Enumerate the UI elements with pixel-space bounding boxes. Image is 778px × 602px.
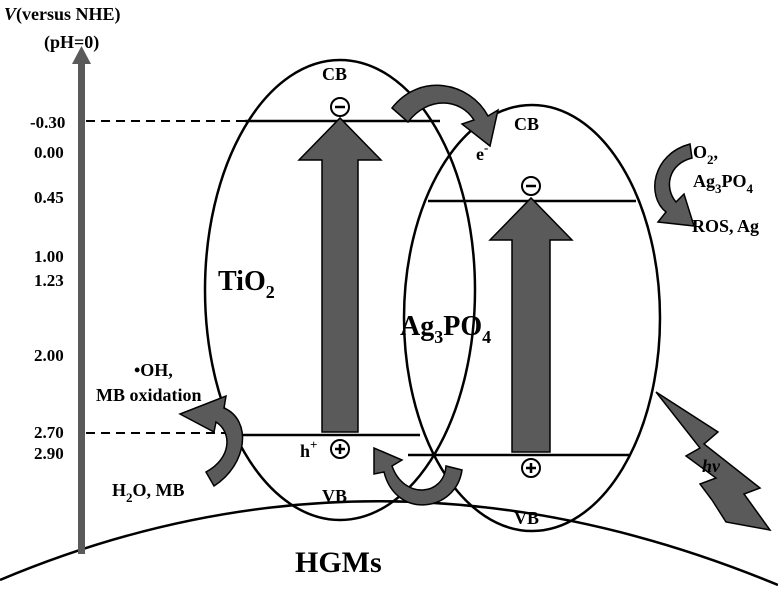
oxidation-product-line1: •OH, bbox=[134, 360, 173, 380]
ag3po4-excitation-arrow bbox=[488, 196, 574, 453]
tick-label: 2.00 bbox=[34, 346, 64, 365]
reduction-product-label: ROS, Ag bbox=[692, 216, 759, 236]
oxidation-reactant-label: H2O, MB bbox=[112, 480, 185, 505]
electron-transfer-arrow bbox=[390, 84, 500, 148]
reduction-arrow bbox=[654, 143, 696, 227]
tio2-cb-label: CB bbox=[322, 64, 347, 84]
potential-axis: V(versus NHE) (pH=0) bbox=[4, 4, 121, 554]
reduction-o2-label: O2, bbox=[693, 142, 718, 167]
hgm-label: HGMs bbox=[295, 546, 382, 579]
lightning-bolt-icon bbox=[655, 391, 772, 532]
light-label: hv bbox=[702, 456, 721, 476]
tick-label: 2.90 bbox=[34, 444, 64, 463]
tio2-excitation-arrow bbox=[297, 116, 383, 433]
tio2-vb-label: VB bbox=[322, 486, 347, 506]
ag3po4-cb-label: CB bbox=[514, 114, 539, 134]
axis-ticks: -0.30 0.00 0.45 1.00 1.23 2.00 2.70 2.90 bbox=[30, 113, 65, 463]
ag3po4-ellipse bbox=[402, 103, 662, 533]
oxidation-product-line2: MB oxidation bbox=[96, 385, 202, 405]
axis-title: V(versus NHE) bbox=[4, 4, 121, 25]
hole-transfer-arrow bbox=[373, 446, 463, 506]
tick-label: 1.23 bbox=[34, 271, 64, 290]
tio2-name: TiO2 bbox=[218, 266, 275, 302]
tick-label: 0.45 bbox=[34, 188, 64, 207]
ag3po4-name: Ag3PO4 bbox=[400, 311, 491, 347]
tio2-hole-label: h+ bbox=[300, 437, 317, 461]
oxidation-arrow bbox=[178, 394, 244, 488]
reduction-ag3po4-label: Ag3PO4 bbox=[693, 171, 754, 196]
ag3po4-particle: CB VB Ag3PO4 bbox=[400, 103, 662, 533]
tick-label: 1.00 bbox=[34, 247, 64, 266]
axis-arrowhead-icon bbox=[72, 46, 91, 64]
hgm-surface bbox=[0, 500, 778, 587]
tick-label: 0.00 bbox=[34, 143, 64, 162]
ag3po4-vb-label: VB bbox=[514, 508, 539, 528]
tick-label: -0.30 bbox=[30, 113, 65, 132]
tio2-particle: CB VB TiO2 h+ bbox=[203, 58, 477, 522]
tio2-ellipse bbox=[203, 58, 477, 522]
axis-subtitle: (pH=0) bbox=[44, 32, 99, 53]
axis-bar bbox=[78, 62, 85, 554]
tick-label: 2.70 bbox=[34, 423, 64, 442]
electron-label: e- bbox=[476, 140, 488, 164]
